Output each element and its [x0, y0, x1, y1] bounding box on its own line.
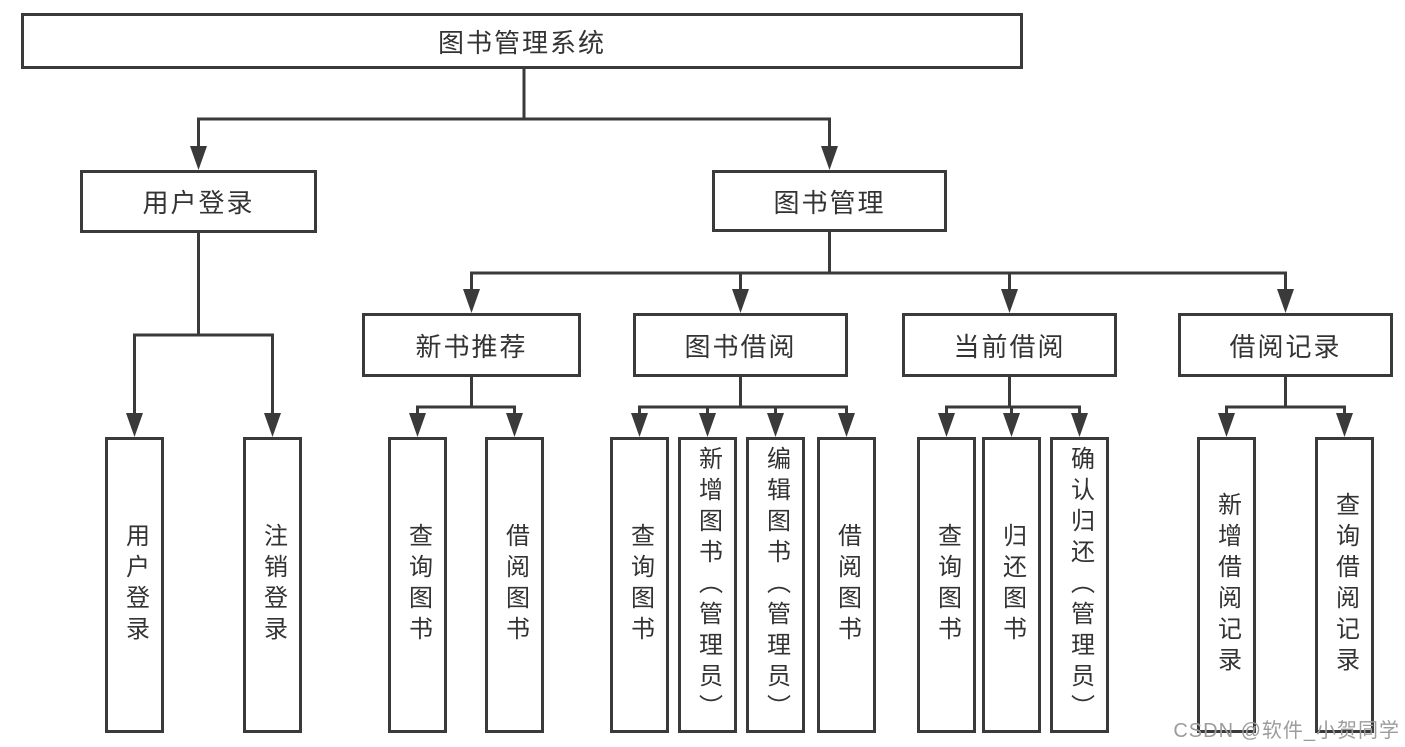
node-borrow-records-label: 借阅记录 — [1229, 331, 1342, 362]
leaf-edit-book-admin: 编辑图书（管理员） — [746, 437, 805, 733]
connector-group — [126, 233, 281, 437]
arrowhead-down-icon — [1001, 289, 1018, 313]
leaf-query-borrow-record: 查询借阅记录 — [1315, 437, 1374, 733]
leaf-add-book-admin: 新增图书（管理员） — [678, 437, 737, 733]
node-borrow-records: 借阅记录 — [1178, 313, 1393, 377]
connector-group — [409, 377, 523, 437]
leaf-confirm-return-admin-label: 确认归还（管理员） — [1066, 445, 1094, 725]
node-book-management: 图书管理 — [712, 170, 947, 232]
leaf-add-borrow-record-label: 新增借阅记录 — [1213, 492, 1241, 678]
arrowhead-down-icon — [126, 413, 143, 437]
leaf-borrow-book-label: 借阅图书 — [833, 523, 861, 647]
leaf-query-book-current: 查询图书 — [917, 437, 976, 733]
leaf-query-book-borrow: 查询图书 — [610, 437, 669, 733]
arrowhead-down-icon — [506, 413, 523, 437]
arrowhead-down-icon — [821, 146, 838, 170]
connector-group — [938, 377, 1088, 437]
leaf-add-book-admin-label: 新增图书（管理员） — [694, 445, 722, 725]
leaf-query-book-current-label: 查询图书 — [933, 523, 961, 647]
arrowhead-down-icon — [767, 413, 784, 437]
arrowhead-down-icon — [190, 146, 207, 170]
node-book-borrow: 图书借阅 — [633, 313, 848, 377]
arrowhead-down-icon — [732, 289, 749, 313]
leaf-query-book-recommend: 查询图书 — [388, 437, 447, 733]
leaf-user-login-label: 用户登录 — [121, 523, 149, 647]
leaf-query-book-borrow-label: 查询图书 — [626, 523, 654, 647]
arrowhead-down-icon — [463, 289, 480, 313]
watermark: CSDN @软件_小贺同学 — [1173, 720, 1400, 742]
arrowhead-down-icon — [1277, 289, 1294, 313]
arrowhead-down-icon — [838, 413, 855, 437]
arrowhead-down-icon — [631, 413, 648, 437]
leaf-edit-book-admin-label: 编辑图书（管理员） — [762, 445, 790, 725]
arrowhead-down-icon — [1218, 413, 1235, 437]
leaf-return-book: 归还图书 — [982, 437, 1041, 733]
connector-group — [463, 232, 1294, 313]
connector-group — [631, 377, 855, 437]
node-book-management-label: 图书管理 — [773, 187, 886, 218]
leaf-borrow-book-recommend-label: 借阅图书 — [501, 523, 529, 647]
arrowhead-down-icon — [1071, 413, 1088, 437]
node-new-book-recommend: 新书推荐 — [362, 313, 581, 377]
arrowhead-down-icon — [1003, 413, 1020, 437]
leaf-query-borrow-record-label: 查询借阅记录 — [1331, 492, 1359, 678]
node-user-login: 用户登录 — [80, 170, 317, 233]
leaf-borrow-book-recommend: 借阅图书 — [485, 437, 544, 733]
leaf-add-borrow-record: 新增借阅记录 — [1197, 437, 1256, 733]
arrowhead-down-icon — [264, 413, 281, 437]
leaf-return-book-label: 归还图书 — [998, 523, 1026, 647]
leaf-logout: 注销登录 — [243, 437, 302, 733]
node-book-borrow-label: 图书借阅 — [684, 331, 797, 362]
leaf-logout-label: 注销登录 — [259, 523, 287, 647]
arrowhead-down-icon — [409, 413, 426, 437]
node-current-borrow: 当前借阅 — [902, 313, 1117, 377]
connector-group — [190, 69, 838, 170]
node-library-management-system: 图书管理系统 — [21, 13, 1023, 69]
arrowhead-down-icon — [1336, 413, 1353, 437]
node-current-borrow-label: 当前借阅 — [953, 331, 1066, 362]
node-new-book-recommend-label: 新书推荐 — [415, 331, 528, 362]
connector-group — [1218, 377, 1353, 437]
arrowhead-down-icon — [699, 413, 716, 437]
leaf-user-login: 用户登录 — [105, 437, 164, 733]
arrowhead-down-icon — [938, 413, 955, 437]
node-library-management-system-label: 图书管理系统 — [437, 27, 606, 58]
leaf-borrow-book: 借阅图书 — [817, 437, 876, 733]
leaf-confirm-return-admin: 确认归还（管理员） — [1050, 437, 1109, 733]
node-user-login-label: 用户登录 — [142, 188, 255, 218]
leaf-query-book-recommend-label: 查询图书 — [404, 523, 432, 647]
